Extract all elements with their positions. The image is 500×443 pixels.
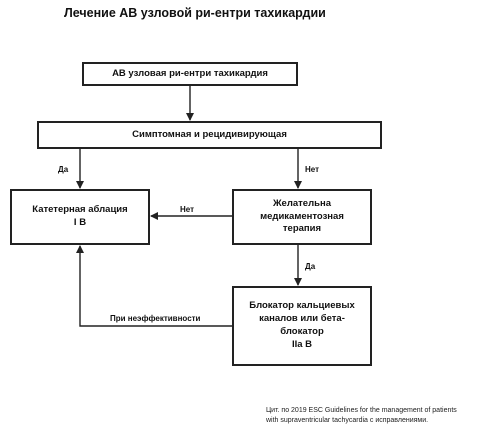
citation-line-1: Цит. по 2019 ESC Guidelines for the mana… bbox=[266, 407, 457, 414]
node-symptomatic-label: Симптомная и рецидивирующая bbox=[132, 128, 287, 140]
node-symptomatic-recurrent: Симптомная и рецидивирующая bbox=[37, 121, 382, 149]
node-ccb-or-beta-blocker: Блокатор кальциевых каналов или бета- бл… bbox=[232, 286, 372, 366]
node-drug-therapy-preferred: Желательна медикаментозная терапия bbox=[232, 189, 372, 245]
node-ablation-label: Катетерная аблация I B bbox=[32, 204, 128, 228]
edge-label-ineffective: При неэффективности bbox=[110, 314, 201, 323]
node-avnrt-label: АВ узловая ри-ентри тахикардия bbox=[112, 67, 268, 79]
diagram-title: Лечение АВ узловой ри-ентри тахикардии bbox=[64, 6, 326, 20]
node-avnrt: АВ узловая ри-ентри тахикардия bbox=[82, 62, 298, 86]
edge-label-yes-down: Да bbox=[305, 262, 316, 271]
node-ccb-label: Блокатор кальциевых каналов или бета- бл… bbox=[249, 300, 355, 350]
edge-label-no-middle: Нет bbox=[180, 205, 195, 214]
citation-line-2: with supraventricular tachycardia с испр… bbox=[266, 417, 429, 425]
node-catheter-ablation: Катетерная аблация I B bbox=[10, 189, 150, 245]
node-drug-therapy-label: Желательна медикаментозная терапия bbox=[260, 197, 344, 235]
edge-label-no-right: Нет bbox=[305, 165, 320, 174]
citation: Цит. по 2019 ESC Guidelines for the mana… bbox=[266, 406, 457, 426]
arrow-ccb-to-ablation bbox=[76, 245, 232, 327]
edge-label-yes-left: Да bbox=[58, 165, 69, 174]
